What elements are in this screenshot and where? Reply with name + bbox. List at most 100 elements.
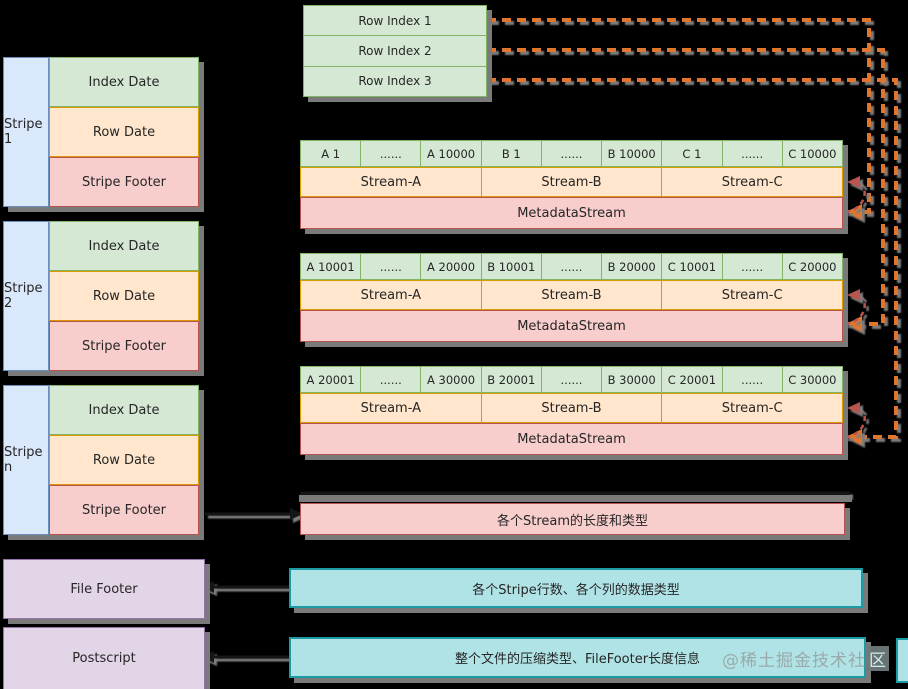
watermark-boxed-char: 区 bbox=[867, 646, 889, 671]
arrowhead-left-icon bbox=[846, 429, 862, 445]
stripe-1-footer: Stripe Footer bbox=[49, 157, 199, 207]
stream-b-cell: Stream-B bbox=[481, 393, 663, 423]
arrowhead-left-icon bbox=[847, 289, 860, 301]
row-index-2: Row Index 2 bbox=[304, 35, 486, 65]
stripe-detail-1: A 1 ...... A 10000 B 1 ...... B 10000 C … bbox=[300, 140, 844, 229]
stripe-1-row-data: Row Date bbox=[49, 107, 199, 157]
arrowhead-left-icon bbox=[846, 316, 862, 332]
stripe-footer-label: Stripe Footer bbox=[81, 174, 167, 190]
arrowhead-left-icon bbox=[847, 176, 860, 188]
stripe-n-index-data: Index Date bbox=[49, 385, 199, 435]
data-cell: C 1 bbox=[662, 140, 723, 167]
streams-row: Stream-A Stream-B Stream-C bbox=[300, 393, 844, 423]
metadata-loops bbox=[844, 180, 866, 439]
metadata-loop-heads bbox=[847, 176, 860, 414]
row-index-3-label: Row Index 3 bbox=[358, 74, 432, 89]
data-cell: C 20001 bbox=[662, 366, 723, 393]
data-cell: ...... bbox=[541, 140, 603, 167]
metadata-stream-row: MetadataStream bbox=[300, 423, 843, 455]
stream-c-cell: Stream-C bbox=[662, 393, 844, 423]
stream-a-cell: Stream-A bbox=[300, 393, 482, 423]
metadata-stream-row: MetadataStream bbox=[300, 197, 843, 229]
stripe-2-index-data: Index Date bbox=[49, 221, 199, 271]
data-cell: C 10000 bbox=[782, 140, 843, 167]
index-data-label: Index Date bbox=[88, 238, 160, 254]
stripe-1-block: Stripe 1 Index Date Row Date Stripe Foot… bbox=[3, 57, 199, 207]
data-cell: A 20001 bbox=[300, 366, 362, 393]
stream-a-cell: Stream-A bbox=[300, 280, 482, 310]
row-data-label: Row Date bbox=[92, 452, 156, 468]
column-cells-row: A 1 ...... A 10000 B 1 ...... B 10000 C … bbox=[300, 140, 843, 167]
row-index-arrowheads bbox=[846, 204, 862, 445]
stripe-detail-3: A 20001 ...... A 30000 B 20001 ...... B … bbox=[300, 366, 844, 455]
loop-arrow-3 bbox=[844, 406, 866, 439]
data-cell: ...... bbox=[541, 366, 603, 393]
streams-row: Stream-A Stream-B Stream-C bbox=[300, 280, 844, 310]
metadata-stream-label: MetadataStream bbox=[517, 318, 626, 334]
stream-b-cell: Stream-B bbox=[481, 167, 663, 197]
stripe-1-index-data: Index Date bbox=[49, 57, 199, 107]
stream-lengths-block: 各个Stream的长度和类型 bbox=[299, 495, 852, 535]
stripe-1-label: Stripe 1 bbox=[4, 117, 43, 147]
stripe-2-label: Stripe 2 bbox=[4, 281, 43, 311]
data-cell: A 1 bbox=[300, 140, 362, 167]
stream-b-cell: Stream-B bbox=[481, 280, 663, 310]
row-index-1-label: Row Index 1 bbox=[358, 13, 432, 28]
data-cell: A 30000 bbox=[421, 366, 482, 393]
data-cell: A 20000 bbox=[421, 253, 482, 280]
stripe-n-label-box: Stripe n bbox=[3, 385, 49, 535]
teal-sliver-block bbox=[896, 638, 908, 683]
data-cell: B 20000 bbox=[602, 253, 663, 280]
stripe-n-label: Stripe n bbox=[4, 445, 43, 475]
stripe-n-block: Stripe n Index Date Row Date Stripe Foot… bbox=[3, 385, 199, 535]
stream-a-cell: Stream-A bbox=[300, 167, 482, 197]
stream-c-cell: Stream-C bbox=[662, 167, 844, 197]
row-index-1: Row Index 1 bbox=[304, 6, 486, 35]
watermark-text: @稀土掘金技术社 bbox=[722, 651, 866, 671]
stripe-2-label-box: Stripe 2 bbox=[3, 221, 49, 371]
data-cell: B 1 bbox=[481, 140, 542, 167]
stripe-footer-label: Stripe Footer bbox=[81, 338, 167, 354]
stripe-footer-label: Stripe Footer bbox=[81, 502, 167, 518]
postscript-block: Postscript bbox=[3, 627, 205, 689]
stripe-2-block: Stripe 2 Index Date Row Date Stripe Foot… bbox=[3, 221, 199, 371]
stream-c-cell: Stream-C bbox=[662, 280, 844, 310]
data-cell: ...... bbox=[361, 366, 422, 393]
row-index-2-label: Row Index 2 bbox=[358, 43, 432, 58]
file-footer-label: File Footer bbox=[70, 581, 138, 597]
file-footer-desc-label: 各个Stripe行数、各个列的数据类型 bbox=[472, 582, 680, 598]
data-cell: B 20001 bbox=[481, 366, 542, 393]
data-cell: ...... bbox=[361, 140, 422, 167]
data-cell: B 10000 bbox=[602, 140, 663, 167]
data-cell: ...... bbox=[722, 140, 783, 167]
row-data-label: Row Date bbox=[92, 288, 156, 304]
stripe-n-footer: Stripe Footer bbox=[49, 485, 199, 535]
stripe-n-row-data: Row Date bbox=[49, 435, 199, 485]
loop-arrow-1 bbox=[844, 180, 866, 214]
row-index-box: Row Index 1 Row Index 2 Row Index 3 bbox=[303, 5, 487, 97]
file-footer-desc-block: 各个Stripe行数、各个列的数据类型 bbox=[289, 568, 863, 608]
data-cell: ...... bbox=[361, 253, 422, 280]
loop-arrow-2 bbox=[844, 293, 866, 326]
stripe-1-label-box: Stripe 1 bbox=[3, 57, 49, 207]
metadata-stream-row: MetadataStream bbox=[300, 310, 843, 342]
data-cell: A 10000 bbox=[421, 140, 482, 167]
column-cells-row: A 10001 ...... A 20000 B 10001 ...... B … bbox=[300, 253, 843, 280]
stripe-2-row-data: Row Date bbox=[49, 271, 199, 321]
data-cell: ...... bbox=[722, 253, 783, 280]
data-cell: B 10001 bbox=[481, 253, 542, 280]
watermark: @稀土掘金技术社区 bbox=[722, 646, 889, 671]
postscript-desc-block: 整个文件的压缩类型、FileFooter长度信息 bbox=[289, 637, 866, 678]
index-data-label: Index Date bbox=[88, 402, 160, 418]
stream-lengths-label: 各个Stream的长度和类型 bbox=[496, 513, 649, 529]
metadata-stream-label: MetadataStream bbox=[517, 205, 626, 221]
postscript-label: Postscript bbox=[72, 651, 136, 666]
row-index-3: Row Index 3 bbox=[304, 65, 486, 96]
streams-row: Stream-A Stream-B Stream-C bbox=[300, 167, 844, 197]
data-cell: ...... bbox=[722, 366, 783, 393]
data-cell: C 30000 bbox=[782, 366, 843, 393]
metadata-stream-label: MetadataStream bbox=[517, 431, 626, 447]
file-footer-block: File Footer bbox=[3, 559, 205, 619]
data-cell: A 10001 bbox=[300, 253, 362, 280]
